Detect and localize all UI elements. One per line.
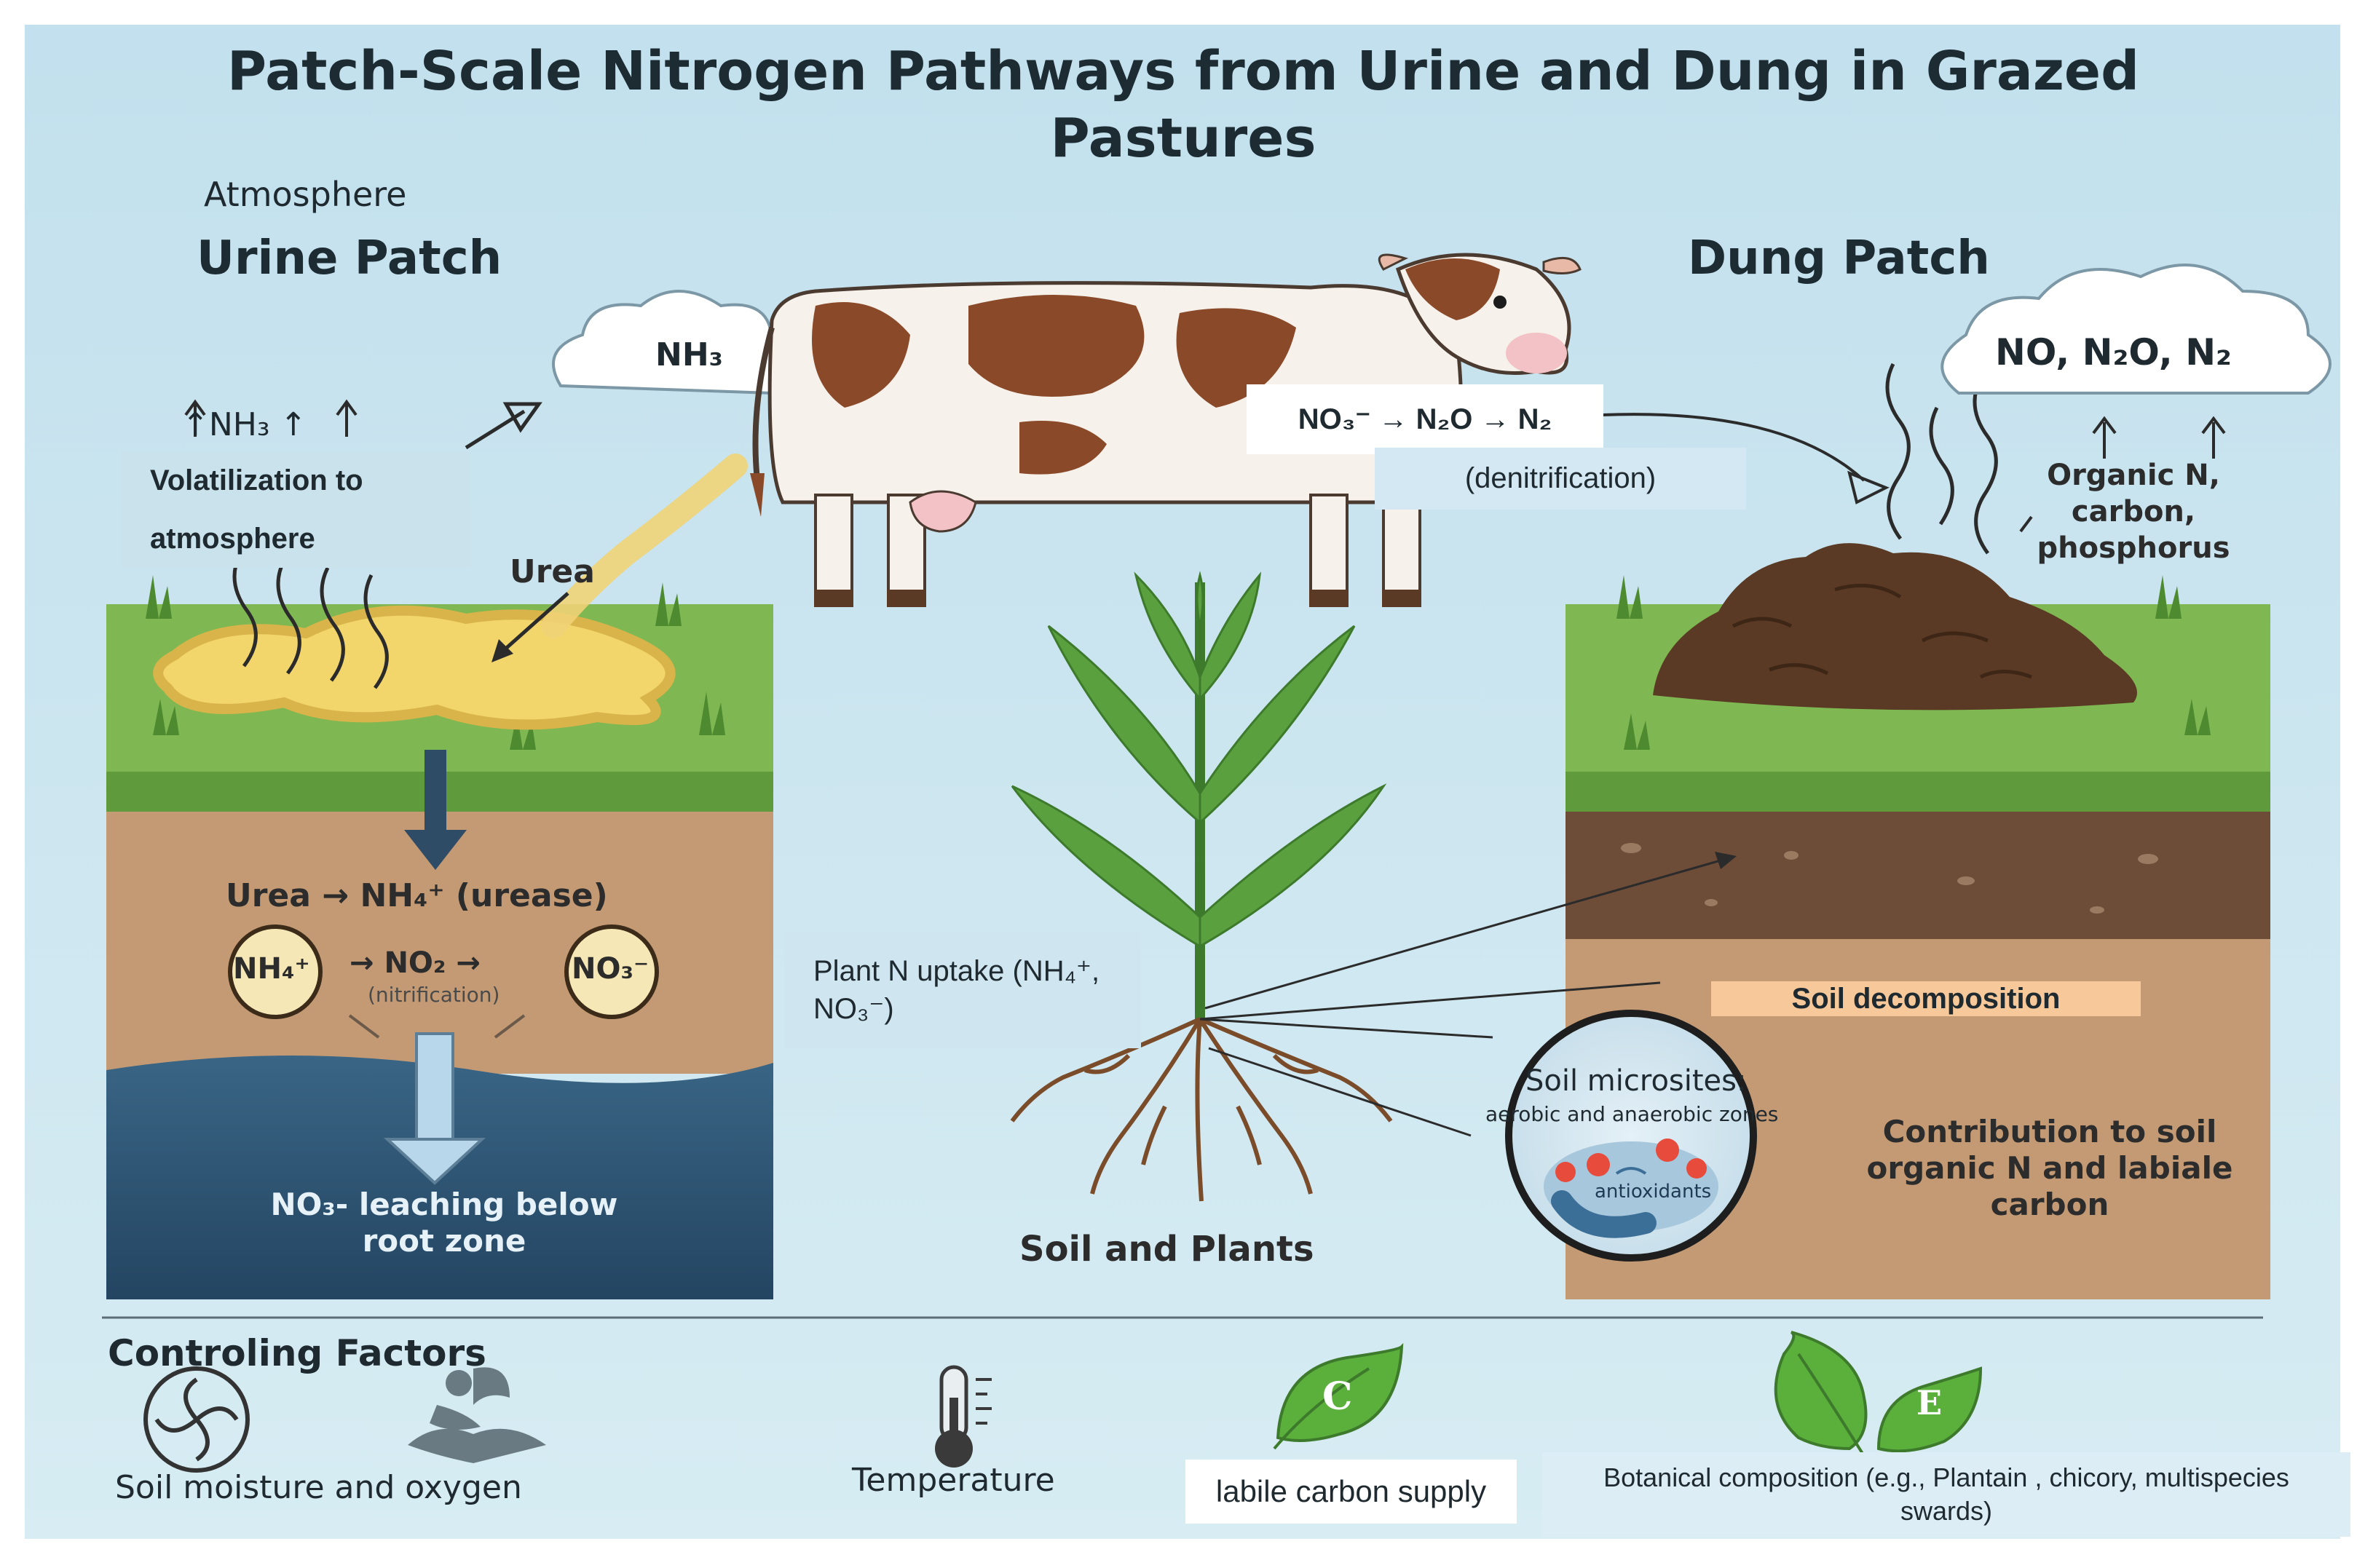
botanical-leaves-icon: [1774, 1331, 1983, 1457]
microsites-sub: aerobic and anaerobic zones: [1485, 1102, 1779, 1126]
dung-gas-cloud: [1940, 264, 2332, 395]
urine-cloud-nh3: NH₃: [655, 336, 723, 373]
urine-stream: [541, 454, 748, 638]
carbon-label-box: labile carbon supply: [1185, 1460, 1517, 1524]
thermometer-icon: [935, 1365, 992, 1468]
oxygen-icon: [408, 1367, 546, 1463]
denitrification-label: (denitrification): [1464, 462, 1657, 494]
atmosphere-label: Atmosphere: [204, 175, 407, 214]
nh4-label: NH₄⁺: [233, 952, 310, 986]
denitrification-label-box: (denitrification): [1375, 448, 1746, 510]
organic-label: Organic N, carbon, phosphorus: [2037, 459, 2230, 565]
volatilization-label: Volatilization to atmosphere: [150, 464, 363, 555]
dung-patch-heading: Dung Patch: [1688, 231, 1990, 285]
microsites-inner: antioxidants: [1595, 1181, 1712, 1203]
moisture-label: Soil moisture and oxygen: [115, 1469, 522, 1506]
nitrification-label: (nitrification): [368, 983, 500, 1007]
botanical-label: Botanical composition (e.g., Plantain , …: [1603, 1462, 2289, 1526]
urea-label: Urea: [510, 553, 595, 590]
uptake-label: Plant N uptake (NH₄⁺, NO₃⁻): [813, 955, 1100, 1025]
contribution-label: Contribution to soil organic N and labia…: [1866, 1114, 2233, 1222]
volatilization-box: Volatilization to atmosphere: [121, 451, 470, 568]
denitrification-equation: NO₃⁻ → N₂O → N₂: [1298, 403, 1552, 435]
botanical-icon-letter: E: [1916, 1383, 1943, 1422]
soil-plants-label: Soil and Plants: [1019, 1229, 1314, 1270]
leaching-label: NO₃- leaching below root zone: [270, 1187, 618, 1259]
no2-label: → NO₂ →: [350, 946, 481, 980]
uptake-box: Plant N uptake (NH₄⁺, NO₃⁻): [784, 932, 1141, 1048]
moisture-icon: [143, 1366, 250, 1473]
temperature-label: Temperature: [852, 1462, 1055, 1499]
microsites-title: Soil microsites:: [1525, 1064, 1747, 1098]
factors-heading: Controling Factors: [108, 1332, 486, 1374]
urine-patch-heading: Urine Patch: [197, 231, 502, 285]
nh3-arrows-label: ↑NH₃ ↑: [182, 406, 307, 443]
urine-soil-column: [106, 454, 773, 1299]
denitrification-equation-box: NO₃⁻ → N₂O → N₂: [1247, 384, 1603, 454]
urine-puddle: [153, 605, 676, 730]
no3-label: NO₃⁻: [572, 952, 650, 986]
diagram-title: Patch-Scale Nitrogen Pathways from Urine…: [226, 40, 2140, 170]
carbon-icon-letter: C: [1322, 1374, 1353, 1419]
dung-cloud-gases: NO, N₂O, N₂: [1995, 331, 2232, 373]
carbon-leaf-icon: [1273, 1342, 1404, 1450]
decomposition-box: Soil decomposition: [1711, 981, 2141, 1016]
botanical-label-box: Botanical composition (e.g., Plantain , …: [1542, 1452, 2350, 1537]
plant-illustration: [1010, 571, 1661, 1202]
decomposition-label: Soil decomposition: [1791, 982, 2061, 1015]
microsites-circle: [1505, 1010, 1757, 1262]
carbon-label: labile carbon supply: [1215, 1474, 1487, 1508]
urease-label: Urea → NH₄⁺ (urease): [226, 877, 608, 914]
nh4-circle: [228, 924, 323, 1019]
no3-circle: [564, 924, 659, 1019]
